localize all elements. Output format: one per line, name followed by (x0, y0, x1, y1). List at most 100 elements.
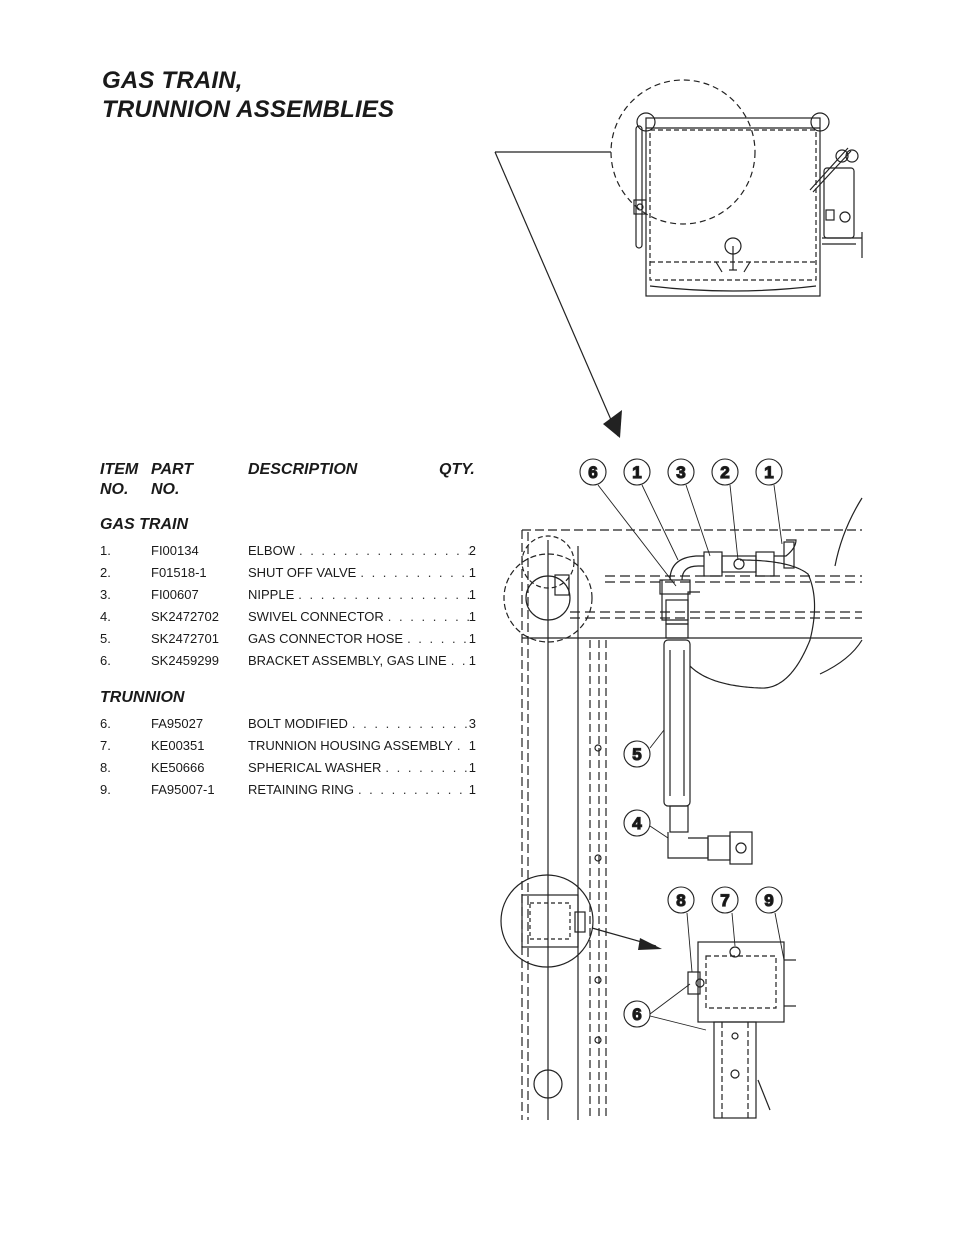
item-no: 7. (100, 738, 111, 753)
part-no: FI00134 (151, 543, 199, 558)
callout-1-right: 1 (755, 458, 783, 486)
trunnion-detail (687, 941, 796, 1119)
qty: 1 (468, 738, 476, 753)
leader-lines (597, 484, 785, 1031)
parts-row: 1. FI00134 ELBOW. . . . . . . . . . . . … (100, 543, 476, 559)
header-qty: QTY. (439, 461, 475, 478)
qty: 1 (468, 653, 476, 668)
part-no: KE50666 (151, 760, 205, 775)
header-item-label: ITEM (100, 461, 139, 478)
callout-9: 9 (755, 886, 783, 914)
callout-1-left: 1 (623, 458, 651, 486)
section-trunnion: TRUNNION (100, 689, 185, 706)
part-no: KE00351 (151, 738, 205, 753)
title-line-1: GAS TRAIN, (102, 67, 243, 94)
parts-row: 5. SK2472701 GAS CONNECTOR HOSE. . . . .… (100, 631, 476, 647)
parts-row: 8. KE50666 SPHERICAL WASHER. . . . . . .… (100, 760, 476, 776)
leader-dots: . . . . . . . . . . . . . . . . . . . . … (360, 565, 468, 580)
callout-label: 6 (588, 463, 597, 482)
qty: 1 (468, 631, 476, 646)
qty: 3 (468, 716, 476, 731)
title-line-2: TRUNNION ASSEMBLIES (102, 96, 395, 123)
description: SPHERICAL WASHER (248, 760, 382, 775)
section-gas-train: GAS TRAIN (100, 516, 188, 533)
callout-bubbles: 6 1 3 2 1 5 4 8 7 9 6 (579, 458, 783, 1028)
part-no: SK2459299 (151, 653, 219, 668)
callout-label: 1 (632, 463, 641, 482)
parts-row: 2. F01518-1 SHUT OFF VALVE. . . . . . . … (100, 565, 476, 581)
callout-label: 5 (632, 745, 641, 764)
item-no: 6. (100, 716, 111, 731)
detail-zoom-pointer (494, 79, 756, 438)
description: NIPPLE (248, 587, 295, 602)
leader-dots: . . . . . . . . . . . . . . . . . . . . … (357, 782, 469, 797)
callout-label: 2 (720, 463, 729, 482)
parts-row: 3. FI00607 NIPPLE. . . . . . . . . . . .… (100, 587, 476, 603)
header-item: ITEM NO. (100, 460, 138, 500)
item-no: 9. (100, 782, 111, 797)
leader-dots: . . . . . . . . . . . . . . . . . . . . … (387, 609, 469, 624)
description: RETAINING RING (248, 782, 354, 797)
item-no: 6. (100, 653, 111, 668)
leader-dots: . . . . . . . . . . . . . . . . . . . . … (456, 738, 469, 753)
description: BRACKET ASSEMBLY, GAS LINE (248, 653, 447, 668)
leader-dots: . . . . . . . . . . . . . . . . . . . . … (298, 587, 469, 602)
callout-7: 7 (711, 886, 739, 914)
parts-row: 6. FA95027 BOLT MODIFIED. . . . . . . . … (100, 716, 476, 732)
description: BOLT MODIFIED (248, 716, 348, 731)
callout-label: 3 (676, 463, 685, 482)
leader-dots: . . . . . . . . . . . . . . . . . . . . … (450, 653, 469, 668)
callout-label: 6 (632, 1005, 641, 1024)
callout-6-top: 6 (579, 458, 607, 486)
description: GAS CONNECTOR HOSE (248, 631, 404, 646)
parts-row: 9. FA95007-1 RETAINING RING. . . . . . .… (100, 782, 476, 798)
description: SWIVEL CONNECTOR (248, 609, 384, 624)
description: SHUT OFF VALVE (248, 565, 357, 580)
item-no: 1. (100, 543, 111, 558)
part-no: SK2472702 (151, 609, 219, 624)
header-part: PART NO. (151, 460, 193, 500)
callout-3: 3 (667, 458, 695, 486)
parts-row: 6. SK2459299 BRACKET ASSEMBLY, GAS LINE.… (100, 653, 476, 669)
parts-row: 7. KE00351 TRUNNION HOUSING ASSEMBLY. . … (100, 738, 476, 754)
item-no: 2. (100, 565, 111, 580)
callout-8: 8 (667, 886, 695, 914)
callout-4: 4 (623, 809, 651, 837)
callout-6-bottom: 6 (623, 1000, 651, 1028)
part-no: FI00607 (151, 587, 199, 602)
gas-train-detail (500, 497, 863, 1120)
qty: 2 (468, 543, 476, 558)
qty: 1 (468, 760, 476, 775)
callout-5: 5 (623, 740, 651, 768)
callout-label: 9 (764, 891, 773, 910)
leader-dots: . . . . . . . . . . . . . . . . . . . . … (385, 760, 468, 775)
header-item-no: NO. (100, 481, 129, 498)
item-no: 3. (100, 587, 111, 602)
part-no: SK2472701 (151, 631, 219, 646)
qty: 1 (468, 565, 476, 580)
leader-dots: . . . . . . . . . . . . . . . . . . . . … (298, 543, 469, 558)
header-part-label: PART (151, 461, 194, 478)
part-no: F01518-1 (151, 565, 207, 580)
description: TRUNNION HOUSING ASSEMBLY (248, 738, 453, 753)
qty: 1 (468, 587, 476, 602)
qty: 1 (468, 609, 476, 624)
callout-label: 8 (676, 891, 685, 910)
item-no: 4. (100, 609, 111, 624)
item-no: 8. (100, 760, 111, 775)
callout-2: 2 (711, 458, 739, 486)
header-description: DESCRIPTION (248, 461, 358, 478)
part-no: FA95027 (151, 716, 204, 731)
page-title: GAS TRAIN, TRUNNION ASSEMBLIES (102, 66, 394, 124)
leader-dots: . . . . . . . . . . . . . . . . . . . . … (351, 716, 469, 731)
description: ELBOW (248, 543, 295, 558)
item-no: 5. (100, 631, 111, 646)
part-no: FA95007-1 (151, 782, 215, 797)
qty: 1 (468, 782, 476, 797)
parts-row: 4. SK2472702 SWIVEL CONNECTOR. . . . . .… (100, 609, 476, 625)
callout-label: 1 (764, 463, 773, 482)
header-part-no: NO. (151, 481, 180, 498)
leader-dots: . . . . . . . . . . . . . . . . . . . . … (407, 631, 469, 646)
callout-label: 4 (632, 814, 642, 833)
